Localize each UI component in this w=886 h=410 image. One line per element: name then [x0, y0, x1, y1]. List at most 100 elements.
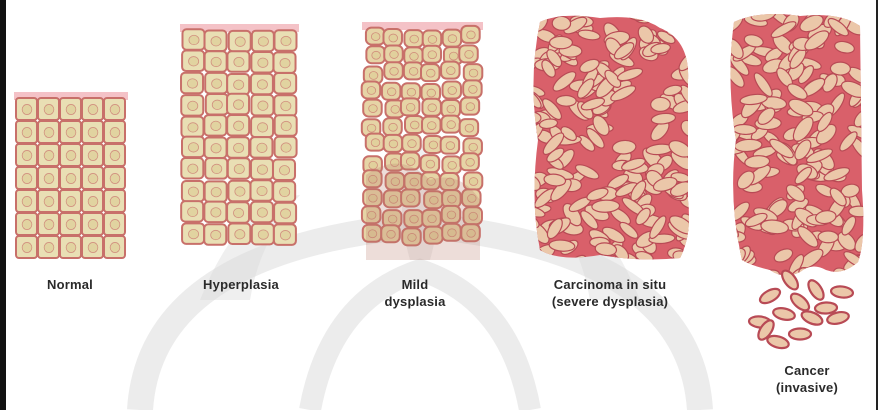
mild-dysplasia-nucleus	[429, 141, 438, 149]
mild-dysplasia-label: Mild dysplasia	[360, 276, 470, 310]
hyperplasia-nucleus	[211, 57, 221, 66]
normal-nucleus	[44, 150, 54, 160]
hyperplasia-nucleus	[212, 100, 222, 109]
invasive-cancer-fragment	[789, 328, 811, 339]
mild-dysplasia-nucleus	[428, 35, 437, 43]
carcinoma-in-situ-cell	[672, 4, 695, 26]
mild-dysplasia-nucleus	[408, 140, 417, 148]
hyperplasia-nucleus	[234, 57, 244, 66]
carcinoma-in-situ-cell	[651, 97, 671, 111]
normal-label: Normal	[20, 276, 120, 293]
hyperplasia-nucleus	[257, 186, 267, 195]
hyperplasia-nucleus	[258, 101, 268, 110]
hyperplasia-nucleus	[211, 208, 221, 217]
mild-dysplasia-nucleus	[410, 35, 419, 43]
hyperplasia-nucleus	[258, 230, 268, 239]
normal-nucleus	[66, 173, 76, 183]
mild-dysplasia-nucleus	[447, 121, 456, 129]
normal-nucleus	[22, 150, 32, 160]
normal-nucleus	[22, 173, 32, 183]
hyperplasia-nucleus	[280, 230, 290, 239]
hyperplasia-nucleus	[188, 164, 198, 173]
normal-nucleus	[22, 127, 32, 137]
normal-nucleus	[66, 104, 76, 114]
hyperplasia-nucleus	[257, 80, 267, 89]
carcinoma-in-situ-cell	[667, 27, 687, 37]
normal-nucleus	[88, 196, 98, 206]
mild-dysplasia-nucleus	[407, 88, 416, 96]
hyperplasia-nucleus	[280, 187, 290, 196]
invasive-cancer-cell	[716, 244, 739, 253]
hyperplasia-nucleus	[211, 187, 221, 196]
invasive-cancer-cell	[849, 206, 870, 217]
hyperplasia-nucleus	[258, 123, 268, 132]
hyperplasia-nucleus	[279, 166, 289, 175]
hyperplasia-nucleus	[211, 230, 221, 239]
carcinoma-in-situ-cell	[552, 16, 571, 31]
hyperplasia-nucleus	[189, 35, 199, 44]
hyperplasia-nucleus	[233, 100, 243, 109]
invasive-cancer-fragment	[805, 278, 826, 302]
mild-dysplasia-nucleus	[367, 124, 376, 132]
normal-nucleus	[22, 196, 32, 206]
mild-dysplasia-nucleus	[389, 123, 398, 131]
carcinoma-in-situ-cell	[634, 12, 653, 23]
mild-dysplasia-nucleus	[469, 85, 478, 93]
hyperplasia-nucleus	[212, 164, 222, 173]
hyperplasia-nucleus	[234, 121, 244, 130]
normal-nucleus	[66, 242, 76, 252]
normal-nucleus	[66, 196, 76, 206]
mild-dysplasia-nucleus	[447, 67, 456, 75]
carcinoma-in-situ-cell	[520, 112, 541, 125]
hyperplasia-nucleus	[211, 143, 221, 152]
mild-dysplasia-nucleus	[369, 71, 378, 79]
carcinoma-in-situ-cell	[556, 95, 576, 106]
invasive-cancer-fragment	[788, 291, 812, 314]
mild-dysplasia-nucleus	[448, 35, 457, 43]
hyperplasia-nucleus	[188, 143, 198, 152]
hyperplasia-nucleus	[281, 143, 291, 152]
mild-dysplasia-nucleus	[465, 50, 474, 58]
mild-dysplasia-nucleus	[410, 52, 419, 60]
mild-dysplasia-nucleus	[426, 160, 435, 168]
normal-nucleus	[88, 104, 98, 114]
normal-nucleus	[110, 219, 120, 229]
mild-dysplasia-nucleus	[469, 69, 478, 77]
hyperplasia-nucleus	[281, 121, 291, 130]
mild-dysplasia-nucleus	[469, 143, 478, 151]
normal-nucleus	[110, 173, 120, 183]
invasive-cancer-fragment	[830, 285, 853, 298]
mild-dysplasia-label-line1: Mild	[360, 276, 470, 293]
hyperplasia-nucleus	[281, 36, 291, 45]
hyperplasia-nucleus	[188, 187, 198, 196]
invasive-cancer-cell	[830, 62, 850, 75]
hyperplasia-nucleus	[234, 164, 244, 173]
mild-dysplasia-label-line2: dysplasia	[360, 293, 470, 310]
mild-dysplasia-nucleus	[406, 103, 415, 111]
hyperplasia-nucleus	[187, 79, 197, 88]
normal-nucleus	[66, 150, 76, 160]
mild-dysplasia-nucleus	[428, 51, 437, 59]
mild-dysplasia-nucleus	[367, 86, 376, 94]
mild-dysplasia-nucleus	[390, 67, 399, 75]
hyperplasia-nucleus	[188, 229, 198, 238]
hyperplasia-nucleus	[281, 79, 291, 88]
cancer-label-line1: Cancer	[752, 362, 862, 379]
hyperplasia-nucleus	[234, 143, 244, 152]
mild-dysplasia-nucleus	[469, 178, 478, 186]
mild-dysplasia-nucleus	[427, 122, 436, 130]
hyperplasia-nucleus	[235, 37, 245, 46]
hyperplasia-nucleus	[189, 57, 199, 66]
mild-dysplasia-nucleus	[406, 158, 415, 166]
normal-nucleus	[44, 173, 54, 183]
carcinoma-in-situ-label-line1: Carcinoma in situ	[520, 276, 700, 293]
mild-dysplasia-nucleus	[466, 103, 475, 111]
mild-dysplasia-nucleus	[427, 89, 436, 97]
hyperplasia-nucleus	[281, 101, 291, 110]
invasive-cancer-fragment	[772, 306, 796, 321]
normal-nucleus	[44, 219, 54, 229]
normal-nucleus	[110, 242, 120, 252]
mild-dysplasia-nucleus	[428, 104, 437, 112]
hyperplasia-nucleus	[235, 230, 245, 239]
